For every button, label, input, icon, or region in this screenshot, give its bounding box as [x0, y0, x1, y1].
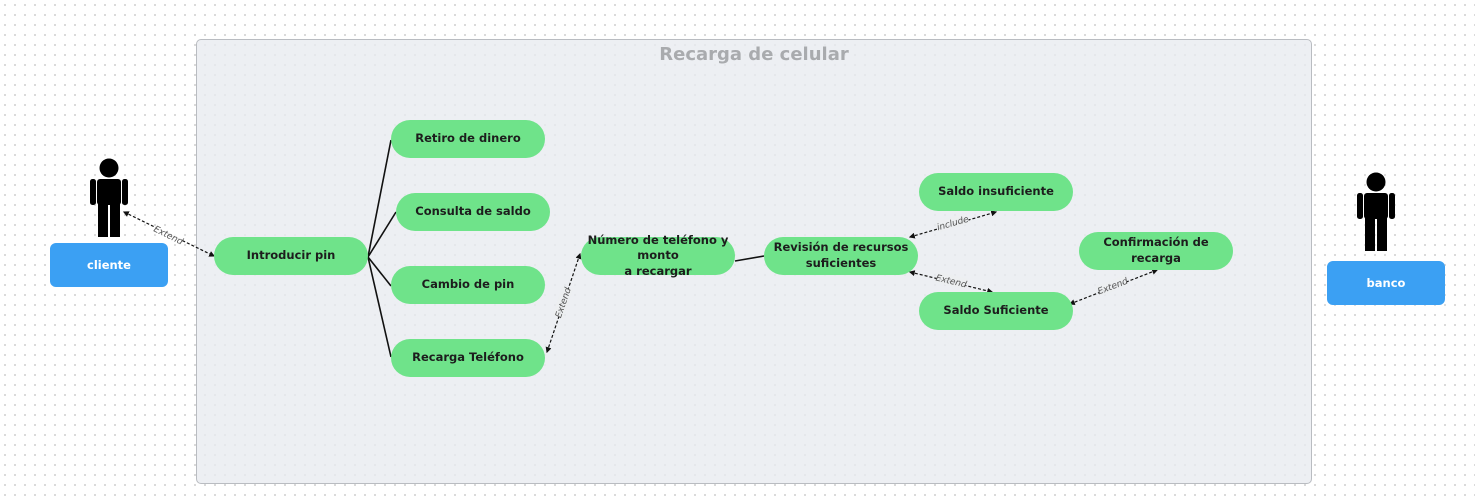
actor-cliente-label[interactable]: cliente	[50, 243, 168, 287]
actor-banco-label[interactable]: banco	[1327, 261, 1445, 305]
relation-label-revision-suficiente: Extend	[935, 271, 968, 291]
assoc-line-recarga	[367, 256, 392, 358]
assoc-line-numero-revision	[734, 255, 765, 262]
cliente-actor-icon	[90, 158, 128, 237]
usecase-cambio-de-pin[interactable]: Cambio de pin	[391, 266, 545, 304]
usecase-saldo-suficiente[interactable]: Saldo Suficiente	[919, 292, 1073, 330]
relation-label-suficiente-confirmacion: Extend	[1096, 275, 1130, 297]
usecase-saldo-insuficiente[interactable]: Saldo insuficiente	[919, 173, 1073, 211]
usecase-introducir-pin[interactable]: Introducir pin	[214, 237, 368, 275]
relation-label-revision-insuficiente: include	[935, 212, 970, 233]
usecase-numero-line-1: Número de teléfono y monto	[587, 232, 729, 263]
svg-text:Extend: Extend	[935, 274, 968, 291]
usecase-numero-telefono-monto[interactable]: Número de teléfono y monto a recargar	[581, 233, 735, 278]
assoc-line-retiro	[367, 139, 392, 258]
usecase-confirmacion-recarga[interactable]: Confirmación de recarga	[1079, 232, 1233, 270]
banco-actor-icon	[1357, 172, 1395, 251]
assoc-line-cambio	[367, 256, 392, 287]
usecase-numero-line-2: a recargar	[624, 263, 692, 278]
usecase-revision-recursos[interactable]: Revisión de recursos suficientes	[764, 237, 918, 275]
usecase-consulta-de-saldo[interactable]: Consulta de saldo	[396, 193, 550, 231]
assoc-line-consulta	[367, 211, 397, 258]
usecase-revision-line-2: suficientes	[805, 256, 877, 270]
usecase-recarga-telefono[interactable]: Recarga Teléfono	[391, 339, 545, 377]
relation-label-recarga-numero: Extend	[552, 286, 574, 320]
usecase-revision-line-1: Revisión de recursos	[773, 240, 909, 255]
system-title: Recarga de celular	[659, 44, 849, 65]
usecase-retiro-de-dinero[interactable]: Retiro de dinero	[391, 120, 545, 158]
